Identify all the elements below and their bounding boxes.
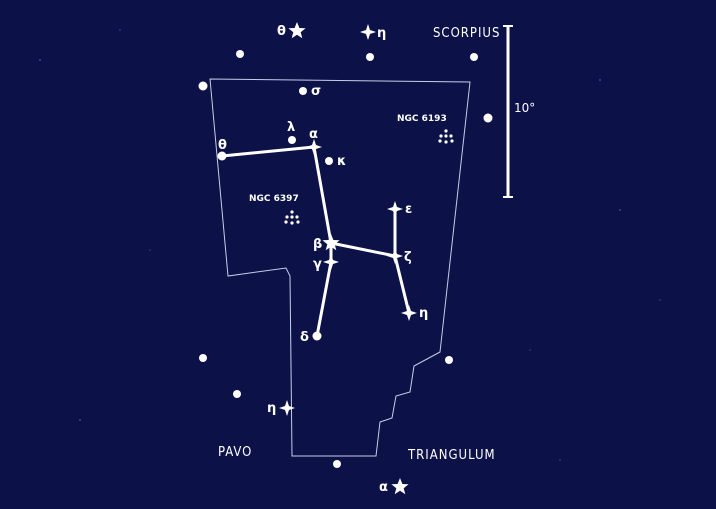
label-zeta: ζ xyxy=(404,250,412,265)
star-zeta-icon xyxy=(387,248,403,264)
scale-bar: 10° xyxy=(503,25,535,198)
field-star-icon xyxy=(470,53,478,61)
field-star-icon xyxy=(198,81,208,91)
label-sco-theta: θ xyxy=(277,24,286,39)
label-pav-eta: η xyxy=(267,401,276,416)
cluster-ngc6397-icon xyxy=(284,210,300,225)
star-delta-icon xyxy=(312,331,322,341)
figure-line-theta-alpha xyxy=(220,145,316,158)
figure-line-beta-zeta xyxy=(329,241,397,258)
star-sco-theta-icon xyxy=(288,22,306,39)
star-theta-icon xyxy=(217,151,227,161)
field-star-icon xyxy=(233,390,241,398)
label-pavo: PAVO xyxy=(218,445,252,460)
scale-label: 10° xyxy=(514,101,535,115)
star-tra-alpha-icon xyxy=(391,478,409,495)
field-star-icon xyxy=(366,53,374,61)
label-triangulum: TRIANGULUM xyxy=(407,448,496,463)
label-scorpius: SCORPIUS xyxy=(433,26,500,41)
star-epsilon-icon xyxy=(387,201,403,217)
star-gamma-icon xyxy=(323,254,339,270)
field-star-icon xyxy=(236,50,244,58)
label-tra-alpha: α xyxy=(379,480,388,495)
star-kappa-icon xyxy=(325,157,333,165)
label-alpha: α xyxy=(309,127,318,142)
label-gamma: γ xyxy=(313,257,322,272)
field-star-icon xyxy=(483,113,493,123)
label-beta: β xyxy=(313,237,322,252)
constellation-boundary xyxy=(209,78,471,457)
figure-line-zeta-eta xyxy=(393,254,411,315)
label-delta: δ xyxy=(300,330,309,345)
field-star-icon xyxy=(333,460,341,468)
field-star-icon xyxy=(199,354,207,362)
label-eta: η xyxy=(419,306,428,321)
figure-line-gamma-delta xyxy=(315,260,333,338)
star-sco-eta-icon xyxy=(360,24,376,40)
label-epsilon: ε xyxy=(405,202,412,217)
label-lambda: λ xyxy=(287,120,295,135)
label-ngc6397: NGC 6397 xyxy=(249,194,299,204)
field-star-icon xyxy=(445,356,453,364)
label-theta: θ xyxy=(218,138,227,153)
background-specks xyxy=(39,29,661,461)
label-ngc6193: NGC 6193 xyxy=(397,114,447,124)
figure-line-alpha-beta xyxy=(312,145,333,245)
star-lambda-icon xyxy=(288,136,296,144)
label-sigma: σ xyxy=(311,84,321,99)
label-sco-eta: η xyxy=(377,26,386,41)
label-kappa: κ xyxy=(337,154,346,169)
stars xyxy=(198,22,493,495)
cluster-ngc6193-icon xyxy=(438,129,454,144)
star-pav-eta-icon xyxy=(279,400,295,416)
star-sigma-icon xyxy=(299,87,307,95)
star-eta-icon xyxy=(401,305,417,321)
